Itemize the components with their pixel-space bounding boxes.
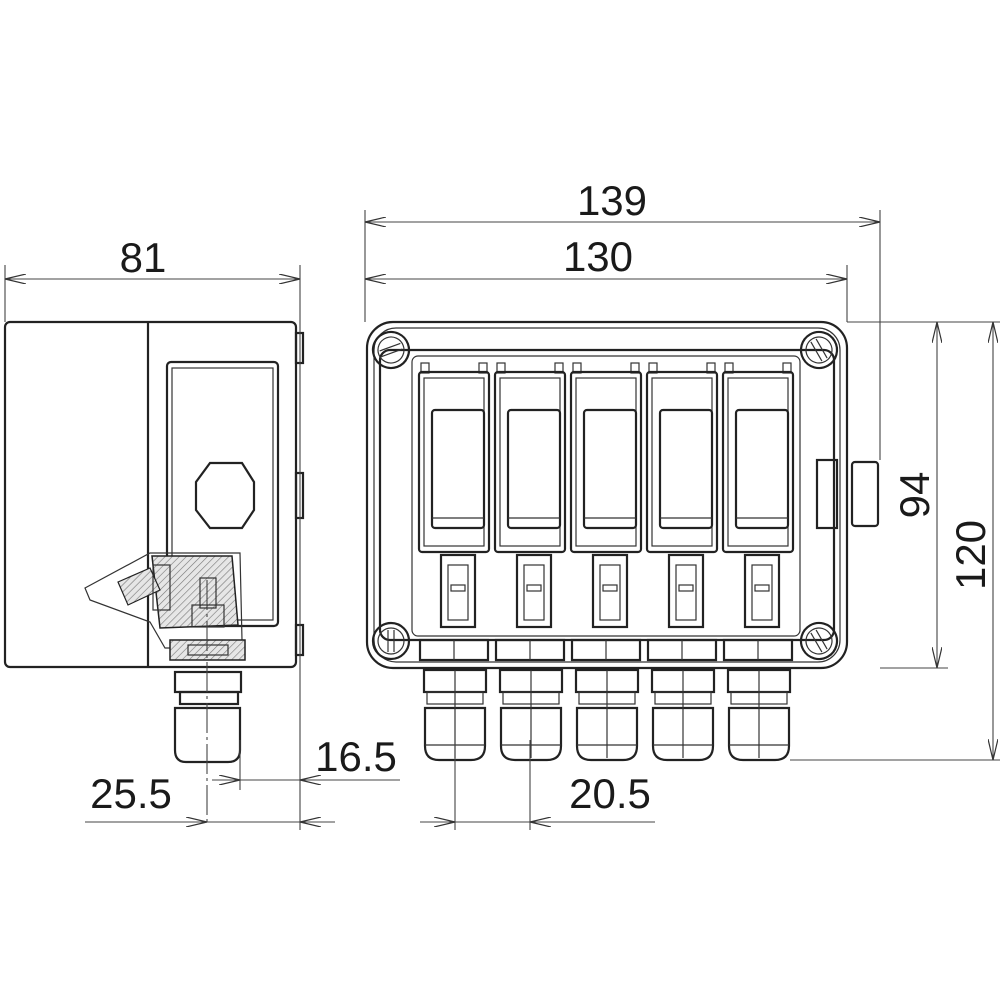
module-connector-slot: [526, 584, 542, 592]
screw-slot: [810, 632, 823, 653]
screw-head: [805, 627, 833, 655]
side-bolt: [199, 577, 217, 609]
module-connector-slot: [450, 584, 466, 592]
module-window: [430, 408, 486, 530]
module-connector: [515, 553, 553, 629]
module-body: [569, 370, 643, 554]
dim-label-16-5: 16.5: [315, 733, 397, 780]
screw-slot: [381, 348, 403, 358]
cable-gland: [650, 668, 716, 762]
surge-module: [569, 362, 643, 662]
dim-label-130: 130: [563, 233, 633, 280]
screw-icon: [371, 621, 411, 661]
screw-outer: [371, 621, 411, 661]
module-connector-inner: [599, 564, 621, 621]
gland-cap: [423, 706, 487, 762]
gland-cap: [651, 706, 715, 762]
side-slot: [152, 564, 171, 611]
front-din-area: [411, 355, 801, 637]
screw-slot: [815, 629, 828, 650]
cable-gland: [574, 668, 640, 762]
screw-icon: [799, 621, 839, 661]
module-window: [506, 408, 562, 530]
surge-module: [417, 362, 491, 662]
module-connector-slot: [602, 584, 618, 592]
module-connector: [439, 553, 477, 629]
module-window: [734, 408, 790, 530]
front-view: [365, 320, 880, 762]
side-housing: [3, 320, 298, 669]
side-gland-right: [850, 460, 880, 528]
module-body: [417, 370, 491, 554]
module-connector-inner: [447, 564, 469, 621]
module-connector-inner: [675, 564, 697, 621]
side-latch-outline: [84, 552, 243, 649]
screw-head: [805, 336, 833, 364]
module-connector-slot: [754, 584, 770, 592]
module-connector-inner: [751, 564, 773, 621]
cable-gland: [726, 668, 792, 762]
screw-outer: [799, 330, 839, 370]
dim-label-81: 81: [120, 234, 167, 281]
dim-label-120: 120: [947, 520, 994, 590]
front-housing: [365, 320, 849, 670]
surge-module: [493, 362, 567, 662]
module-connector: [743, 553, 781, 629]
screw-outer: [799, 621, 839, 661]
gland-cap: [727, 706, 791, 762]
front-housing-inner: [373, 327, 841, 663]
dim-label-25-5: 25.5: [90, 770, 172, 817]
screw-icon: [371, 330, 411, 370]
module-window: [658, 408, 714, 530]
gland-cap: [575, 706, 639, 762]
screw-icon: [799, 330, 839, 370]
side-hex-nut: [194, 461, 256, 530]
module-connector: [591, 553, 629, 629]
module-connector-slot: [678, 584, 694, 592]
extension-lines: [4, 210, 1000, 830]
module-body: [645, 370, 719, 554]
module-window: [582, 408, 638, 530]
side-gland-bore: [187, 644, 229, 656]
module-body: [721, 370, 795, 554]
surge-module: [645, 362, 719, 662]
module-connector-inner: [523, 564, 545, 621]
side-view: [3, 320, 305, 825]
module-connector: [667, 553, 705, 629]
side-gland-ring: [178, 690, 240, 706]
dim-label-20-5: 20.5: [569, 770, 651, 817]
surge-module: [721, 362, 795, 662]
screw-slot: [815, 338, 828, 359]
screw-head: [377, 627, 405, 655]
dim-label-94: 94: [891, 472, 938, 519]
gland-cap: [499, 706, 563, 762]
screw-head: [377, 336, 405, 364]
screw-slot: [810, 341, 823, 362]
side-gland-stub: [815, 458, 839, 530]
side-latch-hatch: [117, 567, 161, 606]
side-bolt-head: [191, 604, 225, 628]
screw-slot: [379, 342, 401, 352]
dim-label-139: 139: [577, 177, 647, 224]
side-gland-body: [173, 670, 243, 694]
screw-outer: [371, 330, 411, 370]
side-section-hatch: [151, 555, 239, 629]
cable-gland: [498, 668, 564, 762]
module-body: [493, 370, 567, 554]
dimension-lines: [5, 222, 993, 822]
